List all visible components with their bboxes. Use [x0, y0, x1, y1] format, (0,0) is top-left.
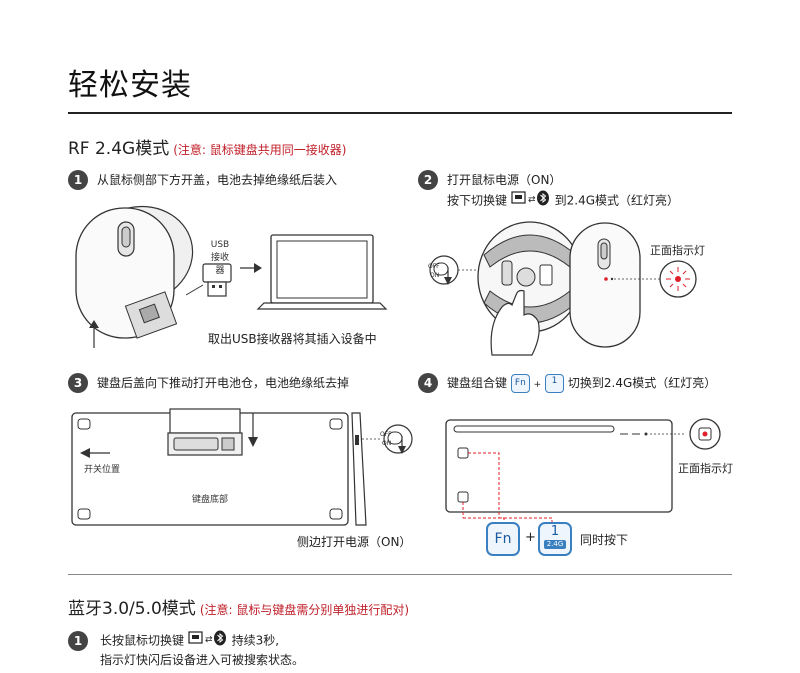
mouse-battery-illustration: [75, 205, 388, 348]
one-key-big-sub: 2.4G: [544, 540, 566, 549]
step-4-text: 键盘组合键 Fn + 1 切换到2.4G模式（红灯亮）: [447, 373, 716, 395]
step-4-text-a: 键盘组合键: [447, 376, 508, 390]
step-number-4: 4: [418, 373, 438, 393]
mouse-power-illustration: [429, 221, 697, 356]
step-2-text-line2: 按下切换键 ⇄ 到2.4G模式（红灯亮）: [447, 190, 679, 212]
section-divider: [68, 574, 732, 575]
plus-big: +: [525, 530, 536, 545]
fn-key-small-label: Fn: [514, 378, 526, 388]
step-number-2: 2: [418, 170, 438, 190]
step-4-text-b: 切换到2.4G模式（红灯亮）: [567, 376, 717, 390]
step-2-text-a: 按下切换键: [447, 193, 508, 208]
keyboard-bottom-illustration: [71, 408, 413, 526]
svg-text:⇄: ⇄: [205, 635, 213, 645]
keyboard-bottom-label: 键盘底部: [192, 495, 229, 505]
title-divider: [68, 112, 732, 114]
one-key-big-label: 1: [550, 524, 560, 539]
step-1-text: 从鼠标侧部下方开盖，电池去掉绝缘纸后装入: [97, 173, 338, 187]
fn-key-small-icon: Fn: [510, 374, 530, 393]
side-power-caption: 侧边打开电源（ON）: [297, 535, 412, 549]
fn-key-big-icon: Fn: [486, 522, 520, 556]
bt-step-1-text-a: 长按鼠标切换键: [100, 633, 185, 648]
front-light-label-1: 正面指示灯: [650, 244, 705, 257]
one-key-small-label: 1: [551, 376, 558, 386]
front-light-label-2: 正面指示灯: [678, 462, 733, 475]
rf-note: (注意: 鼠标键盘共用同一接收器): [173, 143, 347, 157]
mode-switch-key-icon: ⇄: [511, 190, 551, 212]
page-title: 轻松安装: [68, 68, 192, 103]
press-together-label: 同时按下: [580, 533, 629, 547]
bt-mode-switch-key-icon: ⇄: [188, 630, 228, 652]
plus-small: +: [533, 380, 542, 390]
usb-caption: 取出USB接收器将其插入设备中: [208, 332, 377, 346]
step-number-1: 1: [68, 170, 88, 190]
kb-switch-off-label: OFF: [380, 431, 392, 438]
step-number-3: 3: [68, 373, 88, 393]
keyboard-top-illustration: [445, 418, 721, 522]
usb-receiver-label: USB 接收器: [207, 240, 233, 276]
mouse-switch-on-label: ON: [430, 272, 440, 279]
step-3-text: 键盘后盖向下推动打开电池仓，电池绝缘纸去掉: [97, 376, 350, 390]
usb-label-line2: 接收器: [210, 253, 229, 276]
bt-step-1-text-b: 持续3秒,: [231, 633, 280, 648]
one-key-small-icon: 1: [545, 374, 565, 393]
one-key-big-icon: 1 2.4G: [538, 522, 572, 556]
bt-heading-text: 蓝牙3.0/5.0模式: [68, 599, 196, 619]
bt-step-number-1: 1: [68, 631, 88, 651]
kb-switch-on-label: ON: [382, 440, 392, 447]
svg-text:⇄: ⇄: [528, 195, 536, 205]
bt-section-heading: 蓝牙3.0/5.0模式(注意: 鼠标与键盘需分别单独进行配对): [68, 594, 409, 619]
mouse-switch-off-label: OFF: [428, 263, 440, 270]
bt-step-1-line1: 长按鼠标切换键 ⇄ 持续3秒,: [100, 630, 279, 652]
rf-heading-text: RF 2.4G模式: [68, 139, 170, 159]
bt-note: (注意: 鼠标与键盘需分别单独进行配对): [199, 603, 410, 617]
usb-label-line1: USB: [210, 240, 230, 250]
fn-key-big-label: Fn: [494, 531, 512, 547]
step-2-text-line1: 打开鼠标电源（ON）: [447, 173, 562, 187]
step-2-text-b: 到2.4G模式（红灯亮）: [554, 193, 680, 208]
bt-step-1-line2: 指示灯快闪后设备进入可被搜索状态。: [100, 653, 305, 667]
rf-section-heading: RF 2.4G模式(注意: 鼠标键盘共用同一接收器): [68, 134, 346, 159]
switch-position-label: 开关位置: [84, 465, 121, 475]
